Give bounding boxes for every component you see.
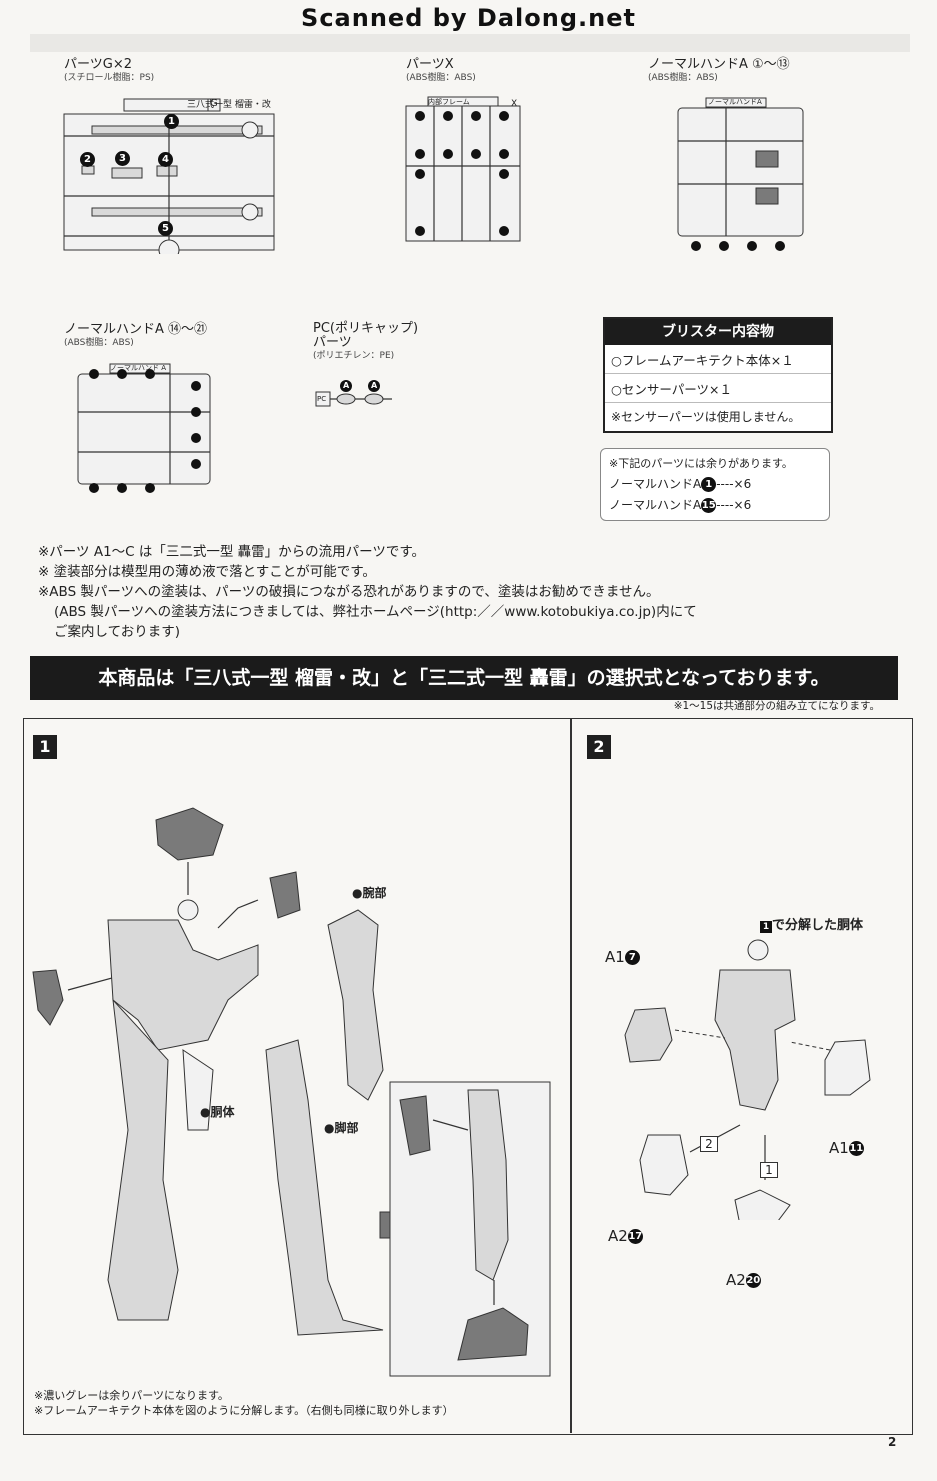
step-2-label-num: 7 <box>624 950 640 965</box>
runner-hand-a1-material: (ABS樹脂：ABS) <box>648 73 718 83</box>
blister-row: ○センサーパーツ×１ <box>605 374 831 403</box>
runner-pc-diagram <box>315 380 392 407</box>
spare-row: ノーマルハンドA15----×6 <box>601 494 829 515</box>
runner-x-material: (ABS樹脂：ABS) <box>406 73 476 83</box>
footer-note-line: ※フレームアーキテクト本体を図のように分解します。（右側も同様に取り外します） <box>34 1404 454 1417</box>
runner-pc-letter-2: A <box>371 381 378 390</box>
footer-notes: ※濃いグレーは余りパーツになります。 ※フレームアーキテクト本体を図のように分解… <box>34 1388 454 1418</box>
runner-g-header: 三八式一型 榴雷・改 <box>187 100 271 110</box>
spare-num: 1 <box>701 477 717 492</box>
scan-credit: Scanned by Dalong.net <box>301 4 636 32</box>
step-2-label-a2-20: A220 <box>726 1271 761 1289</box>
notes: ※パーツ A1～C は「三二式一型 轟雷」からの流用パーツです。 ※ 塗装部分は… <box>38 542 898 642</box>
note-line: ※パーツ A1～C は「三二式一型 轟雷」からの流用パーツです。 <box>38 544 426 560</box>
runner-g-title: パーツG×2 <box>64 57 132 72</box>
runner-x-header: 内部フレーム <box>428 98 470 106</box>
step-2-label-num: 20 <box>745 1273 761 1288</box>
step-2-label-part: A1 <box>829 1139 849 1157</box>
blister-row: ○フレームアーキテクト本体×１ <box>605 345 831 374</box>
step-2-order-1: 1 <box>760 1162 778 1178</box>
runner-x-diagram <box>405 96 521 242</box>
step-2-label-part: A2 <box>726 1271 746 1289</box>
top-band <box>30 34 910 52</box>
runner-g-tag: G <box>210 98 218 109</box>
step-1-body-label: ●胴体 <box>200 1105 235 1119</box>
blister-contents: ブリスター内容物 ○フレームアーキテクト本体×１ ○センサーパーツ×１ ※センサ… <box>603 317 833 433</box>
step-1-number: 1 <box>33 735 57 759</box>
note-line: (ABS 製パーツへの塗装方法につきましては、弊社ホームページ(http:／／w… <box>54 604 697 620</box>
step-2-order-2: 2 <box>700 1136 718 1152</box>
note-line: ※ 塗装部分は模型用の薄め液で落とすことが可能です。 <box>38 564 376 580</box>
blister-heading: ブリスター内容物 <box>605 319 831 345</box>
blister-row: ※センサーパーツは使用しません。 <box>611 410 801 424</box>
page-number: 2 <box>888 1435 897 1449</box>
step-2-diagram <box>624 939 871 1220</box>
runner-g-part-1: 1 <box>164 114 179 129</box>
runner-pc-tag: PC <box>317 395 327 403</box>
step-2-label-num: 11 <box>848 1141 864 1156</box>
runner-x-title: パーツX <box>406 57 454 72</box>
spare-num: 15 <box>701 498 717 513</box>
step-2-callout-num: 1 <box>760 921 772 933</box>
runner-hand-a2-title: ノーマルハンドA ⑭～㉑ <box>64 322 208 337</box>
runner-pc-title: PC(ポリキャップ) <box>313 321 419 336</box>
selection-banner: 本商品は「三八式一型 榴雷・改」と「三二式一型 轟雷」の選択式となっております。 <box>30 656 898 700</box>
note-line: ご案内しております) <box>54 624 180 640</box>
runner-hand-a2-material: (ABS樹脂：ABS) <box>64 338 134 348</box>
spare-name: ノーマルハンドA <box>609 498 702 512</box>
step-2-label-num: 17 <box>627 1229 643 1244</box>
runner-g-part-5: 5 <box>158 221 173 236</box>
runner-pc-title2: パーツ <box>313 335 352 350</box>
runner-hand-a2-diagram <box>77 363 211 493</box>
spare-name: ノーマルハンドA <box>609 477 702 491</box>
runner-g-material: (スチロール樹脂：PS) <box>64 73 155 83</box>
runner-x-tag: X <box>511 99 518 109</box>
runner-hand-a2-header: ノーマルハンド A <box>110 364 167 372</box>
step-2-callout-text: で分解した胴体 <box>772 918 864 933</box>
runner-hand-a1-title: ノーマルハンドA ①～⑬ <box>648 57 790 72</box>
note-line: ※ABS 製パーツへの塗装は、パーツの破損につながる恐れがありますので、塗装はお… <box>38 584 660 600</box>
step-2-label-a1-11: A111 <box>829 1139 864 1157</box>
runner-hand-a1-header: ノーマルハンドA <box>708 98 762 106</box>
runner-pc-material: (ポリエチレン：PE) <box>313 351 395 361</box>
runner-g-part-3: 3 <box>115 151 130 166</box>
runner-g-part-2: 2 <box>80 152 95 167</box>
step-2-label-part: A2 <box>608 1227 628 1245</box>
banner-subnote: ※1～15は共通部分の組み立てになります。 <box>673 700 880 712</box>
spare-qty: ----×6 <box>716 477 752 491</box>
spare-intro: ※下記のパーツには余りがあります。 <box>609 457 793 470</box>
step-1-leg-label: ●脚部 <box>324 1121 359 1135</box>
spare-qty: ----×6 <box>716 498 752 512</box>
footer-note-line: ※濃いグレーは余りパーツになります。 <box>34 1389 229 1402</box>
step-1-diagram <box>32 807 551 1377</box>
runner-g-diagram <box>63 98 275 254</box>
runner-g-part-4: 4 <box>158 152 173 167</box>
step-2-label-part: A1 <box>605 948 625 966</box>
step-2-number: 2 <box>587 735 611 759</box>
steps-divider <box>570 718 572 1433</box>
runner-hand-a1-diagram <box>677 97 804 251</box>
step-1-arm-label: ●腕部 <box>352 886 387 900</box>
runner-pc-letter-1: A <box>343 381 350 390</box>
step-2-label-a2-17: A217 <box>608 1227 643 1245</box>
